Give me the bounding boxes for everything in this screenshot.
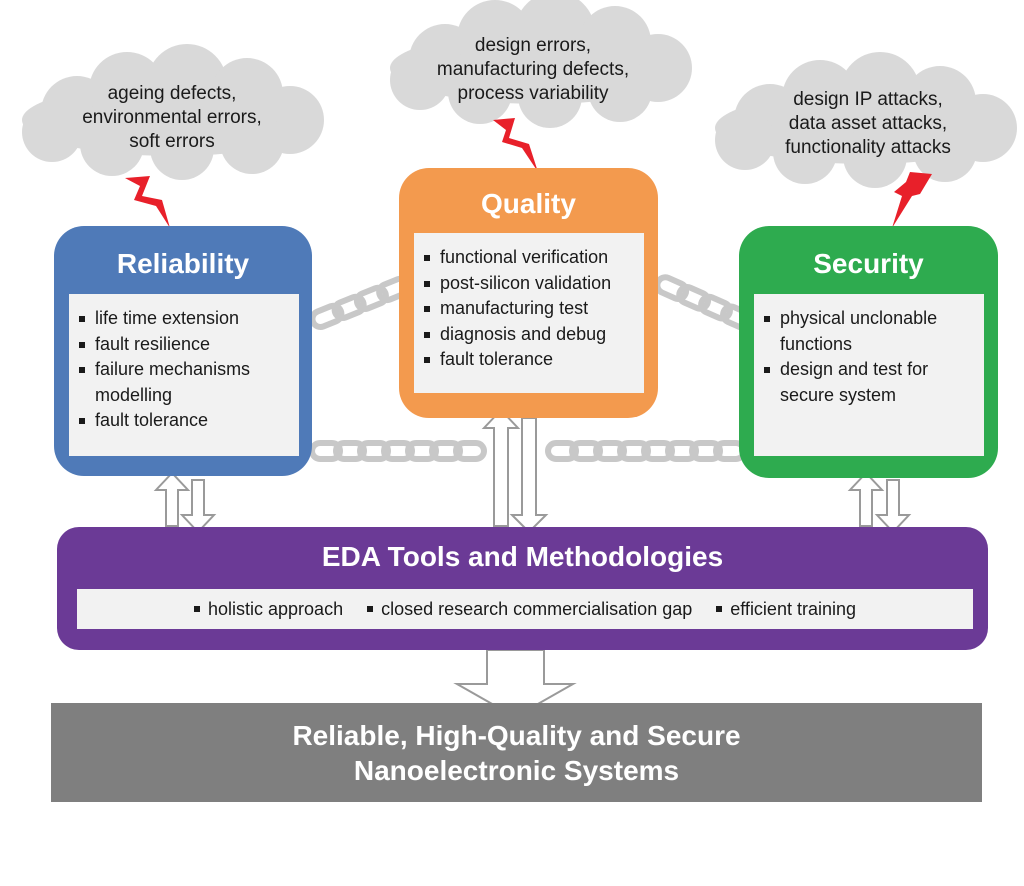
list-item: fault tolerance — [420, 347, 638, 373]
security-box: Security physical unclonable functions d… — [739, 226, 998, 478]
eda-panel: holistic approach closed research commer… — [77, 589, 973, 629]
reliability-list: life time extension fault resilience fai… — [75, 306, 293, 434]
list-item: design and test for secure system — [760, 357, 978, 408]
eda-item: efficient training — [716, 599, 856, 620]
cloud-line: functionality attacks — [785, 137, 951, 158]
cloud-text-quality: design errors, manufacturing defects, pr… — [413, 34, 653, 106]
cloud-line: soft errors — [129, 131, 215, 152]
chain-reliability-quality — [309, 275, 412, 331]
list-item: fault resilience — [75, 332, 293, 358]
cloud-line: design errors, — [474, 35, 592, 56]
reliability-box: Reliability life time extension fault re… — [54, 226, 312, 476]
security-list: physical unclonable functions design and… — [760, 306, 978, 408]
cloud-text-security: design IP attacks, data asset attacks, f… — [748, 88, 988, 160]
arrows-quality-eda — [481, 408, 549, 534]
reliability-title: Reliability — [116, 248, 250, 279]
eda-box: EDA Tools and Methodologies holistic app… — [57, 527, 988, 650]
cloud-line: environmental errors, — [82, 107, 262, 128]
quality-box: Quality functional verification post-sil… — [399, 168, 658, 418]
cloud-line: process variability — [457, 83, 609, 104]
cloud-line: design IP attacks, — [793, 89, 943, 110]
reliability-panel: life time extension fault resilience fai… — [69, 294, 299, 456]
security-title: Security — [813, 248, 924, 279]
lightning-security-icon — [892, 172, 932, 228]
outcome-line: Nanoelectronic Systems — [353, 754, 680, 786]
arrows-security-eda — [847, 471, 912, 534]
cloud-line: data asset attacks, — [788, 113, 948, 134]
list-item: fault tolerance — [75, 408, 293, 434]
lightning-quality-icon — [493, 118, 538, 172]
quality-list: functional verification post-silicon val… — [420, 245, 638, 373]
quality-title: Quality — [481, 188, 576, 219]
cloud-line: ageing defects, — [107, 83, 237, 104]
outcome-box: Reliable, High-Quality and Secure Nanoel… — [51, 703, 982, 802]
list-item: post-silicon validation — [420, 271, 638, 297]
list-item: life time extension — [75, 306, 293, 332]
list-item: failure mechanisms modelling — [75, 357, 293, 408]
list-item: diagnosis and debug — [420, 322, 638, 348]
list-item: physical unclonable functions — [760, 306, 978, 357]
list-item: functional verification — [420, 245, 638, 271]
eda-item: closed research commercialisation gap — [367, 599, 692, 620]
eda-title: EDA Tools and Methodologies — [321, 541, 724, 572]
cloud-line: manufacturing defects, — [436, 59, 630, 80]
lightning-reliability-icon — [125, 176, 170, 228]
security-panel: physical unclonable functions design and… — [754, 294, 984, 456]
quality-panel: functional verification post-silicon val… — [414, 233, 644, 393]
outcome-line: Reliable, High-Quality and Secure — [292, 719, 741, 751]
down-arrow-icon — [453, 649, 577, 719]
eda-item: holistic approach — [194, 599, 343, 620]
cloud-text-reliability: ageing defects, environmental errors, so… — [52, 82, 292, 154]
list-item: manufacturing test — [420, 296, 638, 322]
arrows-reliability-eda — [153, 471, 217, 534]
chain-reliability-security — [309, 440, 747, 462]
